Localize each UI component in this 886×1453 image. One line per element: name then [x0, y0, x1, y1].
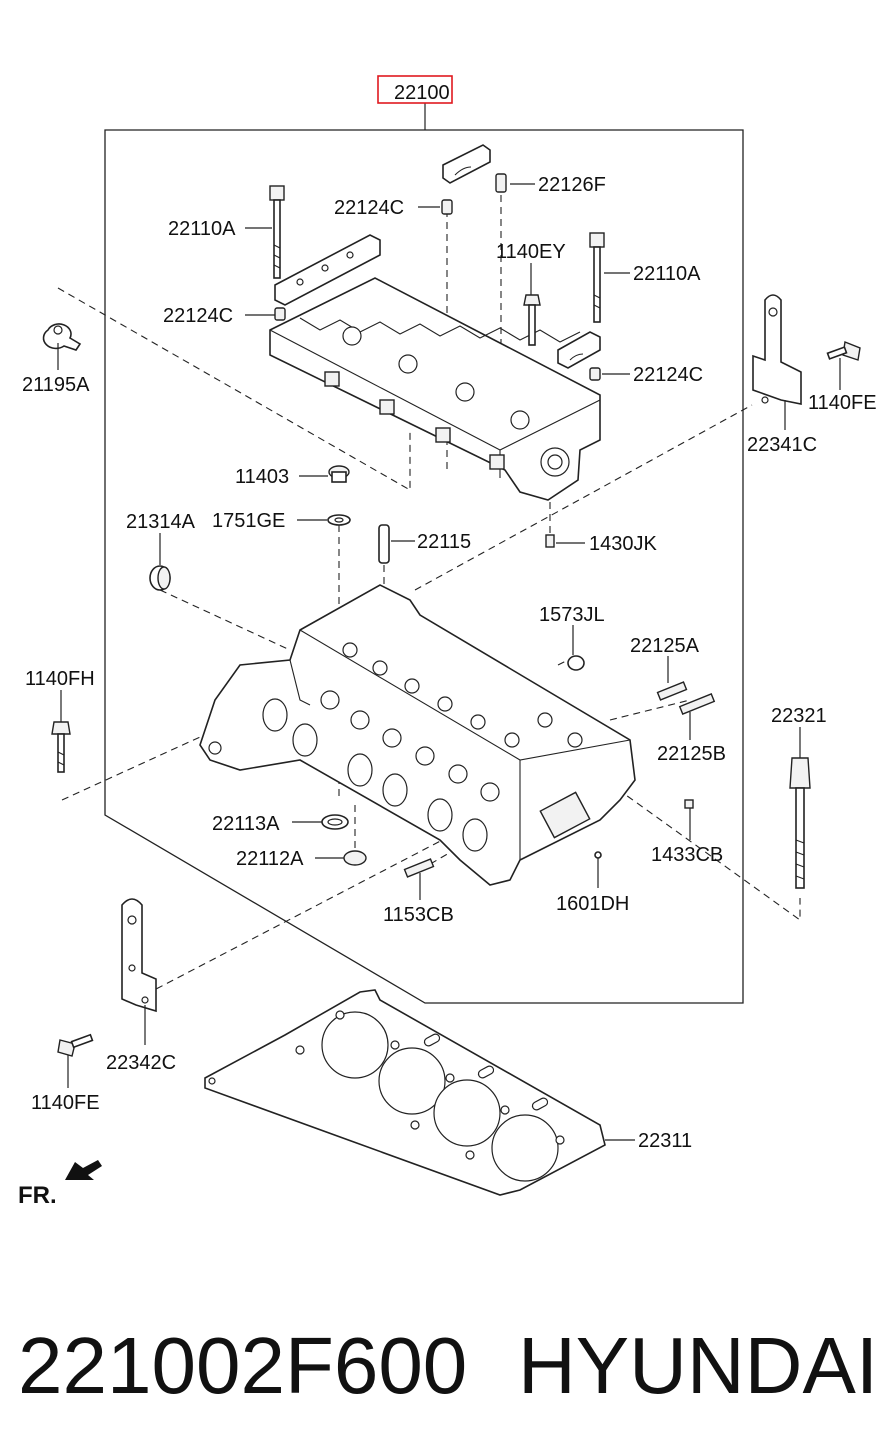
label-22126F: 22126F — [538, 174, 606, 196]
dowel-22124C-a[interactable] — [441, 199, 453, 215]
plug-11403[interactable] — [328, 465, 350, 483]
head-gasket-22311[interactable] — [204, 989, 606, 1196]
label-1140FE-b: 1140FE — [31, 1092, 100, 1114]
bolt-1140FE-b[interactable] — [57, 1033, 94, 1057]
bolt-22110A-left[interactable] — [269, 185, 285, 279]
label-1573JL: 1573JL — [539, 604, 605, 626]
label-1601DH: 1601DH — [556, 893, 629, 915]
label-1751GE: 1751GE — [212, 510, 285, 532]
label-22110A-b: 22110A — [633, 263, 701, 285]
dowel-22124C-b[interactable] — [274, 307, 286, 321]
label-1153CB: 1153CB — [383, 904, 454, 926]
part-number-text: 221002F600 — [18, 1321, 467, 1410]
label-21195A: 21195A — [22, 374, 90, 396]
label-11403: 11403 — [235, 466, 289, 488]
plug-1601DH[interactable] — [594, 851, 602, 859]
brand-text: HYUNDAI — [518, 1321, 878, 1410]
label-22124C-b: 22124C — [163, 305, 233, 327]
bolt-22321[interactable] — [789, 757, 811, 889]
pin-1433CB[interactable] — [684, 799, 694, 809]
label-1140FH: 1140FH — [25, 668, 95, 690]
bolt-22110A-right[interactable] — [589, 232, 605, 323]
label-22311: 22311 — [638, 1130, 692, 1152]
label-1140EY: 1140EY — [496, 241, 566, 263]
bearing-cap-top — [442, 144, 491, 184]
bearing-cap-right — [557, 331, 601, 369]
assembly-frame — [104, 129, 744, 1004]
label-22125A: 22125A — [630, 635, 700, 657]
stud-1153CB[interactable] — [403, 858, 435, 878]
label-21314A: 21314A — [126, 511, 196, 533]
label-22113A: 22113A — [212, 813, 280, 835]
label-22124C-a: 22124C — [334, 197, 404, 219]
label-22115: 22115 — [417, 531, 471, 553]
highlight-box — [377, 75, 453, 104]
label-22125B: 22125B — [657, 743, 726, 765]
bracket-21195A[interactable] — [42, 323, 82, 351]
label-22100: 22100 — [394, 82, 450, 104]
bracket-22341C[interactable] — [752, 294, 802, 405]
label-1140FE-a: 1140FE — [808, 392, 877, 414]
pin-1430JK[interactable] — [545, 534, 555, 548]
camshaft-carrier[interactable] — [269, 277, 601, 501]
label-22321: 22321 — [771, 705, 827, 727]
front-label: FR. — [18, 1182, 57, 1209]
plug-21314A[interactable] — [149, 565, 171, 591]
label-22341C: 22341C — [747, 434, 817, 456]
guide-22115[interactable] — [378, 524, 390, 564]
label-22124C-c: 22124C — [633, 364, 703, 386]
front-direction-arrow-icon — [65, 1160, 102, 1180]
label-22342C: 22342C — [106, 1052, 176, 1074]
bearing-cap-left — [274, 234, 381, 306]
washer-1751GE[interactable] — [327, 514, 351, 526]
bolt-1140EY[interactable] — [523, 294, 541, 346]
bracket-22342C[interactable] — [121, 898, 157, 1013]
bolt-1140FE-a[interactable] — [826, 341, 861, 361]
seat-22112A[interactable] — [343, 850, 367, 866]
pin-22126F[interactable] — [495, 173, 507, 193]
stud-22125B[interactable] — [678, 693, 716, 715]
label-1430JK: 1430JK — [589, 533, 657, 555]
label-22112A: 22112A — [236, 848, 304, 870]
label-22110A-a: 22110A — [168, 218, 236, 240]
dowel-22124C-c[interactable] — [589, 367, 601, 381]
label-1433CB: 1433CB — [651, 844, 723, 866]
plug-1573JL[interactable] — [567, 655, 585, 671]
assembly-callout-22100[interactable]: 22100 — [377, 75, 453, 104]
cylinder-head[interactable] — [199, 584, 636, 886]
bolt-1140FH[interactable] — [51, 721, 71, 773]
stud-22125A[interactable] — [656, 681, 688, 701]
